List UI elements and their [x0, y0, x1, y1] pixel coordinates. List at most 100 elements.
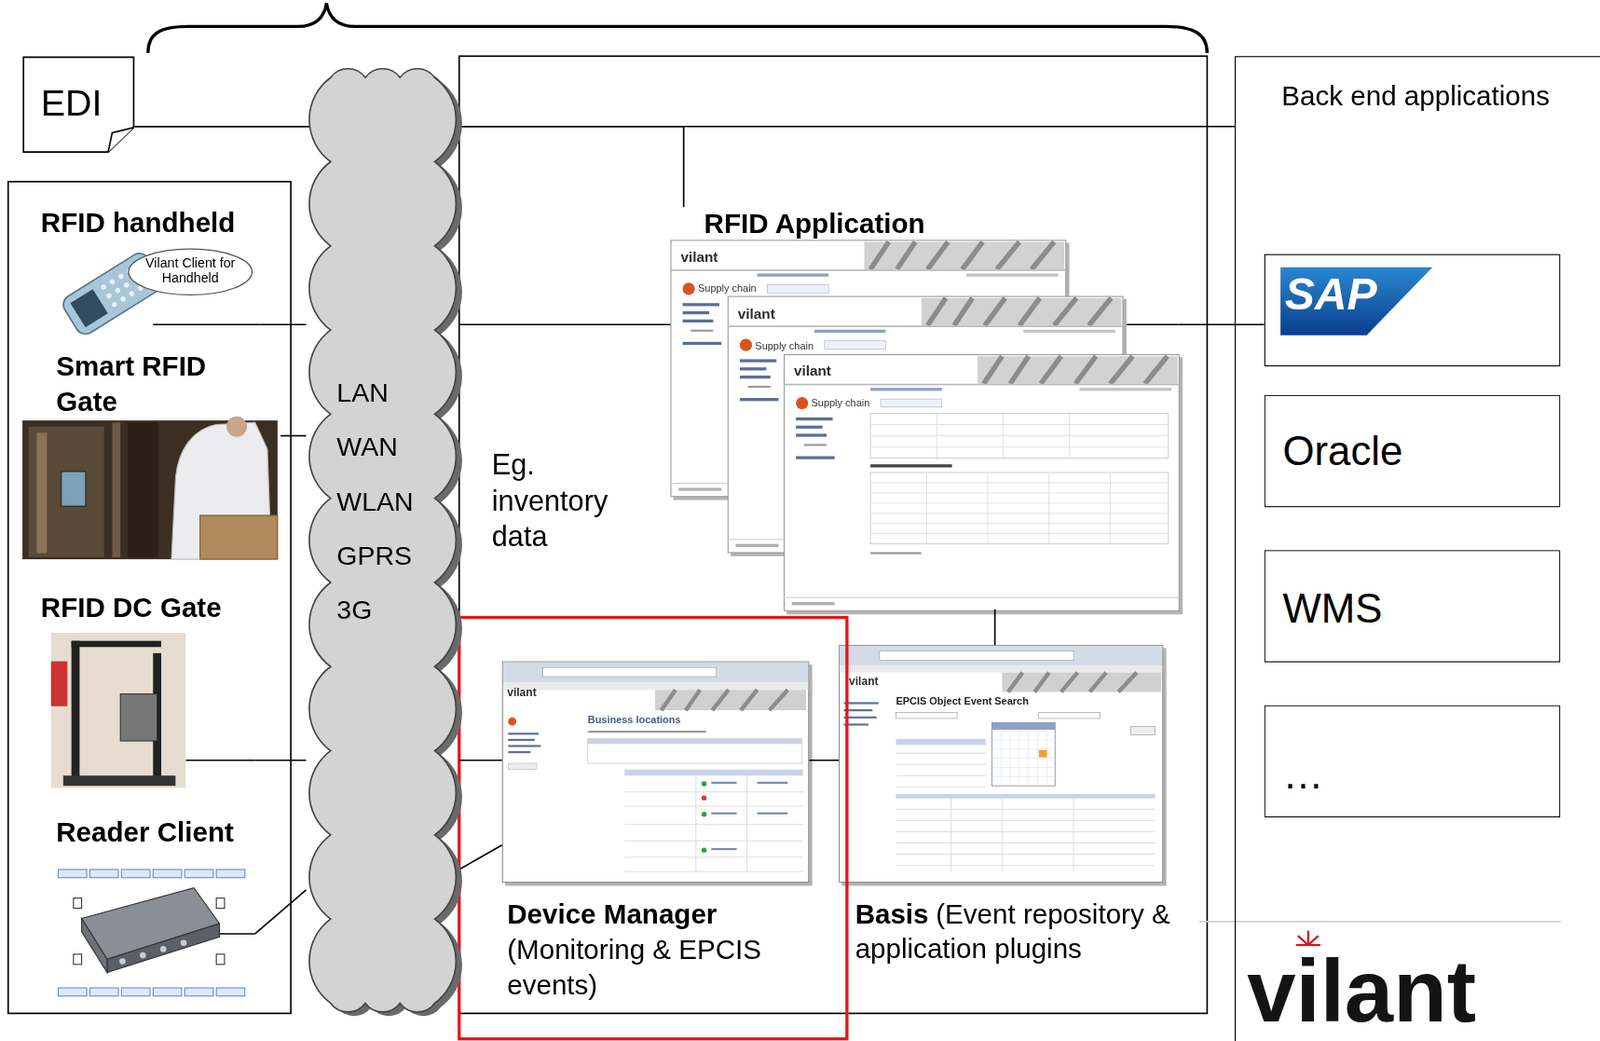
node-title: … [1282, 750, 1324, 800]
text-slot: vilant [506, 685, 536, 699]
text-line: Basis(Event repository & application plu… [855, 898, 1188, 968]
text-slot: Eg. inventory data [492, 447, 645, 555]
node-body: WAN [336, 431, 397, 464]
text-slot: RFID handheld [41, 205, 236, 239]
screenshot-heading: Business locations [588, 714, 682, 727]
document-outline [23, 56, 134, 152]
system-box: WMS [1264, 549, 1561, 662]
text-slot: WAN [336, 431, 397, 464]
node-body: 3G [336, 593, 372, 626]
text-slot: Supply chain [811, 396, 871, 410]
screenshot-logo: vilant [793, 362, 832, 380]
dc-gate-photo [51, 632, 187, 788]
shape-outline [306, 51, 460, 1026]
network-cloud: LAN WAN WLAN GPRS 3G [306, 51, 460, 1026]
basis-screenshot [839, 645, 1167, 887]
system-box: Oracle [1264, 395, 1561, 507]
connector-line [255, 759, 307, 762]
node-title: RFID Application [704, 206, 926, 240]
text-slot: Smart RFID Gate [55, 349, 250, 421]
text-slot: Supply chain [697, 282, 757, 295]
connector-line [1178, 323, 1265, 326]
text-slot: EDI [41, 81, 103, 125]
text-slot: RFID DC Gate [41, 591, 222, 625]
node-title: Device Manager [506, 898, 806, 933]
component-group: Reader Client [45, 814, 255, 1011]
component-group: Device Manager(Monitoring & EPCIS events… [502, 658, 810, 1009]
brace [148, 2, 1208, 54]
company-logo: vilant [1246, 946, 1477, 1035]
text-slot: GPRS [336, 539, 412, 572]
node-title: RFID DC Gate [41, 591, 222, 625]
text-slot: RFID Application [704, 206, 926, 240]
device-panel [8, 181, 291, 1013]
text-slot: SAP [1285, 271, 1378, 316]
system-box: … [1264, 705, 1561, 818]
connector-line [280, 435, 306, 438]
text-slot: WLAN [336, 485, 413, 518]
node-title: Oracle [1282, 426, 1403, 477]
text-slot: WMS [1282, 583, 1382, 633]
text-slot: Vilant Client for Handheld [137, 256, 244, 288]
document-fold [108, 127, 134, 152]
node-title: Smart RFID Gate [55, 349, 250, 421]
node-title: RFID handheld [41, 205, 236, 239]
connector-line [459, 845, 503, 870]
bubble-outline [128, 248, 252, 295]
speech-bubble: Vilant Client for Handheld [127, 247, 254, 296]
logo-shape [1280, 267, 1433, 336]
screenshot-menu: Supply chain [697, 282, 757, 295]
system-box: Back end applicationsSAP OracleWMS … [1234, 55, 1600, 1041]
node-title: Reader Client [55, 816, 234, 849]
screenshot-heading: EPCIS Object Event Search [895, 695, 1028, 708]
rule-line [1199, 920, 1562, 923]
node-title: Vilant Client for Handheld [137, 256, 244, 288]
node-body: WLAN [336, 485, 413, 518]
platform-panel [459, 55, 1208, 1013]
text-slot: vilant [738, 304, 776, 322]
text-slot: Basis(Event repository & application plu… [855, 898, 1188, 968]
node-title: Basis [855, 899, 930, 930]
connector-line [259, 323, 306, 326]
text-slot: EPCIS Object Event Search [895, 695, 1028, 708]
screenshot-logo: vilant [738, 304, 776, 322]
text-slot: LAN [336, 377, 388, 410]
screenshot-menu: Supply chain [811, 396, 871, 410]
node-title: WMS [1282, 583, 1382, 633]
component-group: RFID Application [670, 206, 1178, 609]
text-slot: Back end applications [1281, 79, 1550, 112]
highlight-frame [459, 616, 848, 1039]
cloud-body [309, 68, 456, 1012]
node-body: GPRS [336, 539, 412, 572]
smart-gate-photo [22, 416, 278, 560]
text-slot: vilant [793, 362, 832, 380]
screenshot-logo: vilant [506, 685, 536, 699]
screenshot-logo: vilant [680, 248, 718, 266]
text-slot: (Monitoring & EPCIS events) [506, 933, 806, 1003]
text-slot: … [1282, 750, 1324, 800]
text-slot: Oracle [1282, 426, 1403, 477]
text-slot: Supply chain [754, 340, 814, 353]
text-slot: Device Manager [506, 898, 806, 933]
node-title: LAN [336, 377, 388, 410]
component-group: Smart RFID Gate [20, 346, 281, 561]
reader-client-picture [57, 869, 245, 997]
connector-line [808, 759, 839, 762]
node-title: Back end applications [1281, 79, 1550, 112]
logo-star [1296, 930, 1321, 945]
text-slot: Business locations [588, 714, 682, 727]
data-note: Eg. inventory data [492, 447, 645, 555]
text-slot: 3G [336, 593, 372, 626]
node-title: EDI [41, 81, 103, 125]
component-group: RFID handheldVilant Client for Handheld [35, 204, 260, 335]
component-group: RFID DC Gate [35, 589, 255, 791]
logo-box: SAP [1264, 254, 1561, 367]
screenshot-menu: Supply chain [754, 340, 814, 353]
text-slot: vilant [1246, 946, 1477, 1035]
text-slot: vilant [848, 674, 878, 688]
node-title: SAP [1285, 271, 1378, 316]
node-body: (Monitoring & EPCIS events) [506, 933, 806, 1003]
